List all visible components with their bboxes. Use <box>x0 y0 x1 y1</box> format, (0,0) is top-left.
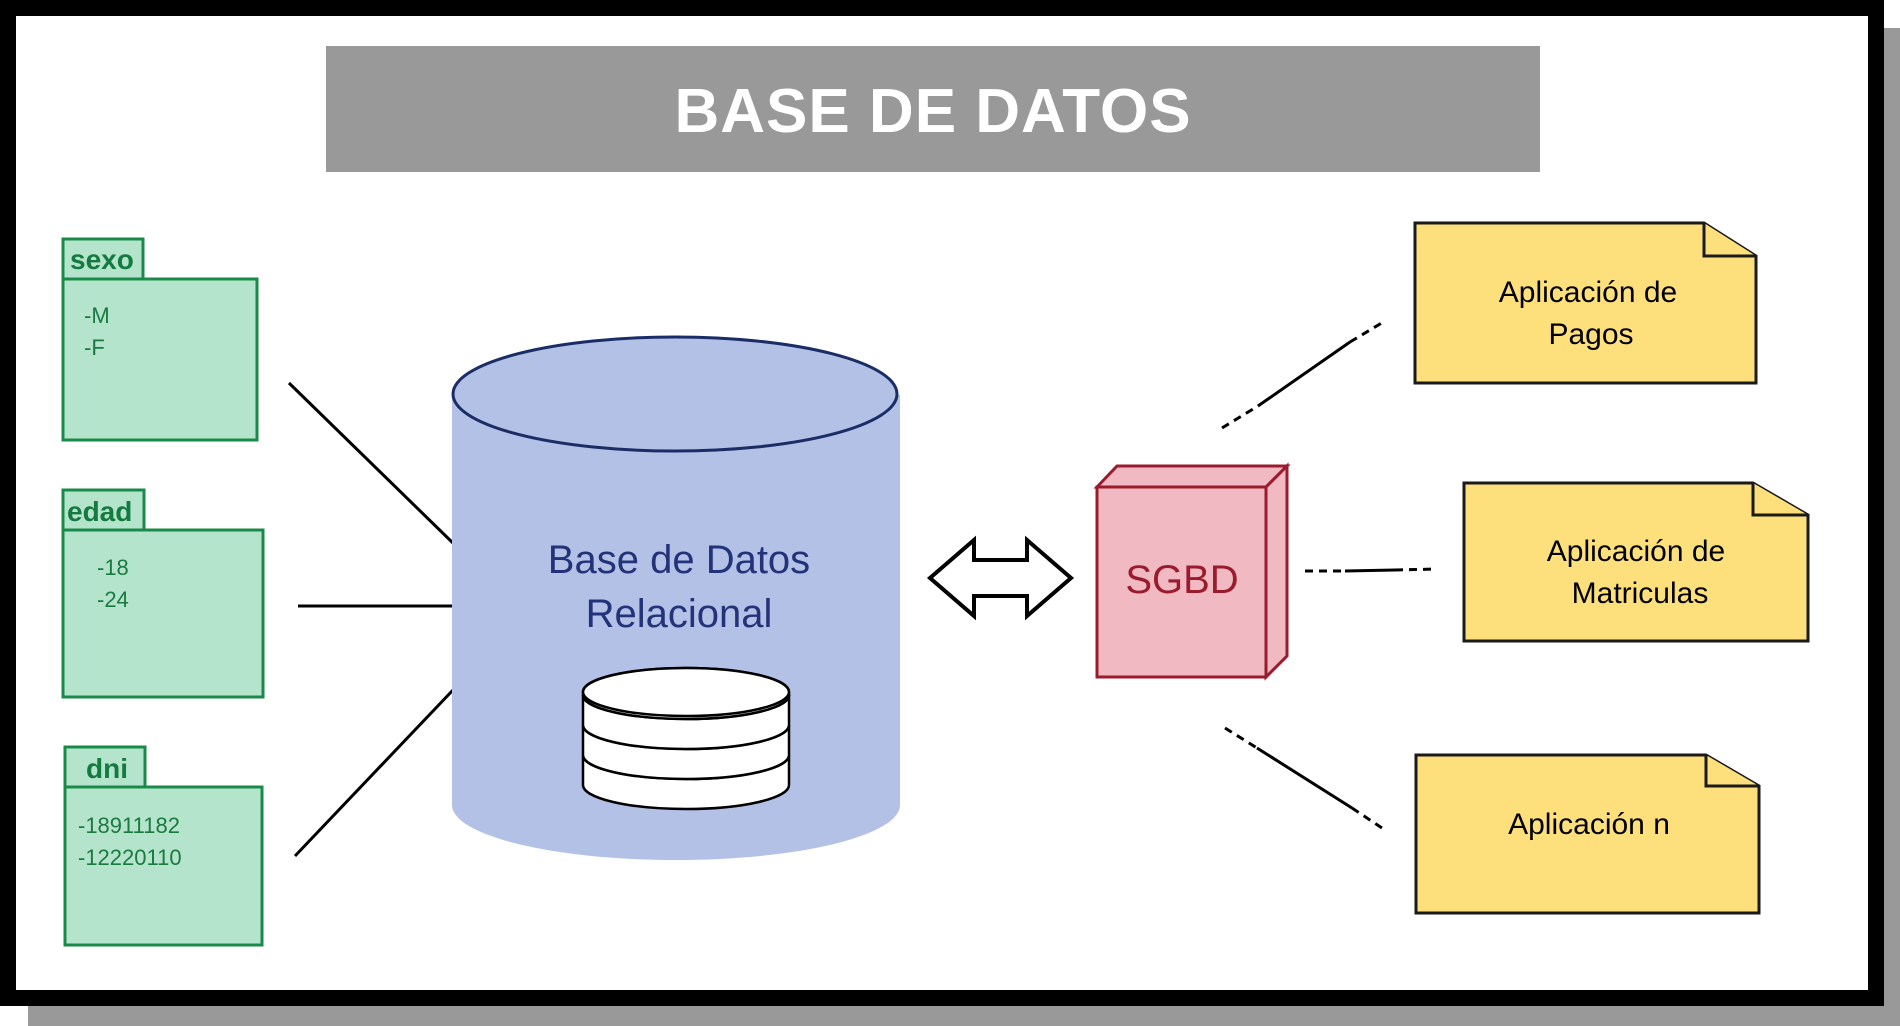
connector-pagos-solid <box>1257 340 1351 408</box>
note-fold <box>1704 755 1759 788</box>
app-note-matriculas: Aplicación de Matriculas <box>1462 481 1810 643</box>
sgbd-front-face <box>1095 485 1268 679</box>
connector-appn-dashed-a <box>1224 726 1258 750</box>
entity-value: -18911182 <box>78 813 180 838</box>
title-banner <box>326 46 1540 172</box>
entity-body <box>61 528 265 699</box>
app-connectors <box>1221 319 1438 832</box>
entity-tab <box>61 237 145 281</box>
entity-label: edad <box>67 496 132 527</box>
sgbd-label: SGBD <box>1125 558 1238 602</box>
entity-body <box>61 277 259 442</box>
entity-body <box>63 785 264 947</box>
connector-matriculas-dashed-b <box>1394 567 1438 572</box>
connector-appn-solid <box>1256 746 1353 810</box>
entity-edad: edad -18 -24 <box>61 488 265 699</box>
entity-sexo: sexo -M -F <box>61 237 259 442</box>
database-cylinder: Base de Datos Relacional <box>451 335 900 860</box>
entity-value: -24 <box>97 587 129 612</box>
title-text: BASE DE DATOS <box>674 77 1191 146</box>
connector-pagos-dashed-a <box>1221 404 1259 430</box>
double-arrow-icon <box>926 535 1075 621</box>
note-body <box>1414 753 1761 915</box>
entity-value: -18 <box>97 555 129 580</box>
app-label-line2: Pagos <box>1548 318 1633 351</box>
connector-dni-solid <box>293 667 475 858</box>
note-body <box>1413 221 1758 385</box>
database-label-line2: Relacional <box>586 592 773 636</box>
entity-label: dni <box>86 753 128 784</box>
app-note-n: Aplicación n <box>1414 753 1761 915</box>
entity-value: -12220110 <box>78 845 182 870</box>
entity-dni: dni -18911182 -12220110 <box>63 745 264 947</box>
app-label-line2: Matriculas <box>1572 577 1709 610</box>
disk-stack-icon <box>581 666 791 811</box>
note-fold <box>1751 483 1808 517</box>
note-body <box>1462 481 1810 643</box>
database-label-line1: Base de Datos <box>548 538 810 582</box>
entity-label: sexo <box>70 244 134 275</box>
connector-appn-dashed-b <box>1351 806 1386 832</box>
cylinder-top <box>451 335 899 453</box>
app-label-line1: Aplicación de <box>1547 535 1725 568</box>
sgbd-side-face <box>1264 462 1289 681</box>
sgbd-box: SGBD <box>1093 462 1291 681</box>
connector-pagos-dashed-b <box>1349 319 1386 344</box>
entity-tab <box>63 745 147 789</box>
app-label-line1: Aplicación de <box>1499 276 1677 309</box>
app-note-pagos: Aplicación de Pagos <box>1413 221 1758 385</box>
connector-matriculas-solid <box>1344 568 1396 573</box>
sgbd-top-face <box>1093 464 1291 489</box>
app-label-line1: Aplicación n <box>1508 808 1670 841</box>
entity-value: -F <box>84 335 105 360</box>
connector-sexo-solid <box>287 381 457 547</box>
note-fold <box>1702 223 1756 258</box>
entity-value: -M <box>84 303 110 328</box>
